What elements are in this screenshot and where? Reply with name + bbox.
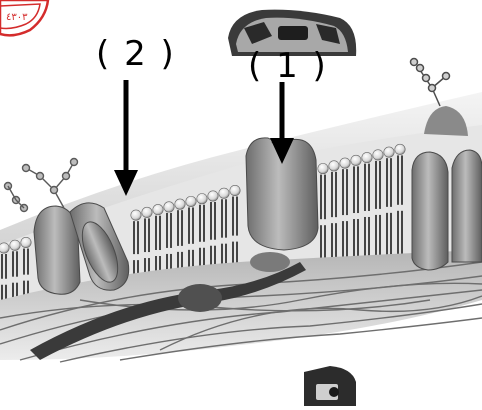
- phospholipid-head: [340, 158, 350, 168]
- phospholipid-head: [219, 188, 229, 198]
- phospholipid-head: [175, 199, 185, 209]
- label-2: ( 2 ): [96, 34, 176, 74]
- phospholipid-head: [318, 163, 328, 173]
- integral-protein-right: [412, 150, 482, 270]
- phospholipid-head: [164, 202, 174, 212]
- phospholipid-head: [230, 185, 240, 195]
- glycolipid-chain: [5, 159, 78, 212]
- phospholipid-head: [142, 207, 152, 217]
- phospholipid-head: [197, 194, 207, 204]
- label-1: ( 1 ): [248, 46, 328, 86]
- cell-inset-bottom: [304, 366, 356, 406]
- phospholipid-head: [329, 161, 339, 171]
- arrow-2: [114, 80, 138, 196]
- phospholipid-head: [395, 144, 405, 154]
- phospholipid-head: [186, 196, 196, 206]
- phospholipid-head: [373, 150, 383, 160]
- phospholipid-head: [351, 155, 361, 165]
- phospholipid-head: [0, 243, 9, 253]
- phospholipid-head: [153, 204, 163, 214]
- phospholipid-head: [21, 237, 31, 247]
- phospholipid-head: [362, 152, 372, 162]
- phospholipid-head: [131, 210, 141, 220]
- phospholipid-head: [208, 191, 218, 201]
- red-stamp: ٤٣٠٣: [0, 0, 48, 35]
- phospholipid-head: [10, 240, 20, 250]
- phospholipid-head: [384, 147, 394, 157]
- stamp-text: ٤٣٠٣: [6, 12, 28, 23]
